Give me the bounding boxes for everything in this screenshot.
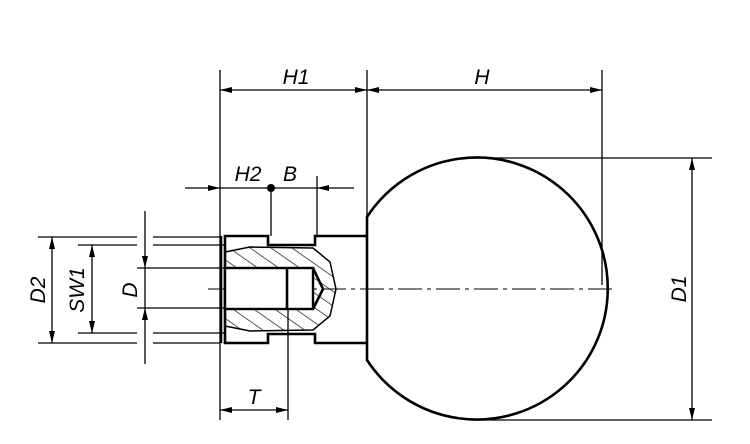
reference-dot [267,184,275,192]
label-H: H [474,66,490,89]
label-D: D [119,282,142,297]
bore [223,266,315,311]
label-H2: H2 [235,163,262,186]
label-B: B [283,163,297,186]
label-T: T [248,386,263,409]
label-D1: D1 [668,276,691,303]
extension-lines-D1 [471,157,712,421]
label-D2: D2 [27,276,50,303]
sphere-outline [365,156,609,421]
label-H1: H1 [283,66,310,89]
label-SW1: SW1 [66,267,89,313]
extension-lines-left [38,236,225,344]
